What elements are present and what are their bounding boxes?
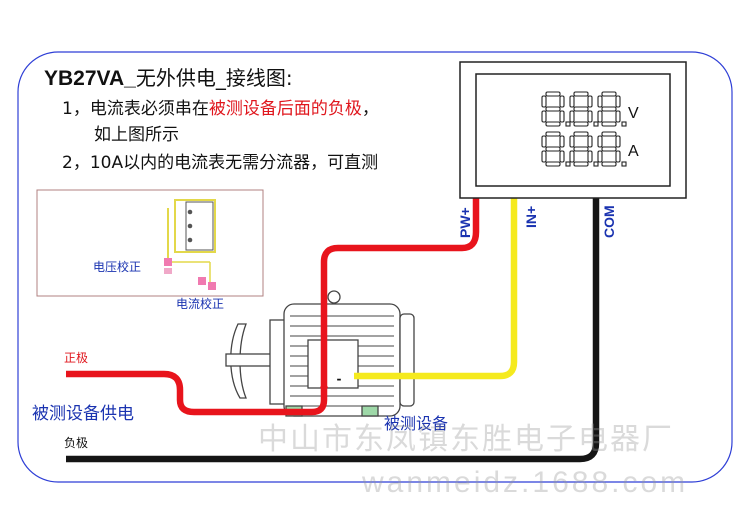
digit-decimal-point [565,161,571,167]
positive-label: 正极 [64,351,89,365]
digit-segment [573,121,589,127]
digit-segment [545,146,561,152]
digit-segment [545,131,561,137]
digit-segment [597,95,603,108]
digit-segment [541,150,547,163]
meter-window [475,73,671,187]
digit-segment [573,131,589,137]
meter-unit-current: A [628,143,639,160]
motor-end-cap [399,313,415,407]
digit-segment [569,110,575,123]
digit-segment [587,150,593,163]
title-text: 无外供电_接线图: [135,66,293,90]
digit-segment [545,91,561,97]
note-1-highlight: 被测设备后面的负极 [208,99,362,119]
digit-segment [545,106,561,112]
meter-unit-voltage: V [628,105,639,122]
digit-segment [601,131,617,137]
diagram-title: YB27VA_无外供电_接线图: [44,62,293,91]
panel-meter: V A [459,61,687,199]
digit-segment [615,95,621,108]
voltage-cal-pad [164,258,172,266]
digit-segment [587,110,593,123]
watermark-site: wanmeidz.1688.com [362,466,689,499]
connector-pin-2 [187,223,193,229]
connector-pin-1 [187,209,193,215]
digit-segment [601,161,617,167]
device-minus-terminal: - [337,372,342,386]
voltage-cal-label: 电压校正 [93,260,142,274]
motor-terminal-box [307,339,359,389]
digit-segment [597,150,603,163]
digit-segment [559,150,565,163]
digit-decimal-point [621,161,627,167]
wire-label-pw: PW+ [457,207,473,238]
digit-segment [597,135,603,148]
wire-yellow-in [354,198,518,380]
digit-segment [601,91,617,97]
digit-segment [545,161,561,167]
note-1-suffix: ， [361,99,379,119]
watermark-company: 中山市东凤镇东胜电子电器厂 [258,422,674,457]
digit-segment [573,146,589,152]
digit-segment [573,106,589,112]
digit-decimal-point [593,161,599,167]
digit-segment [569,135,575,148]
outer-frame [17,51,733,483]
negative-label: 负极 [64,436,89,450]
supply-label: 被测设备供电 [32,404,134,424]
digit-segment [601,106,617,112]
model-name: YB27VA_ [44,67,136,90]
digit-segment [559,95,565,108]
digit-segment [615,135,621,148]
digit-segment [615,110,621,123]
connector-pin-3 [187,237,193,243]
digit-segment [559,135,565,148]
current-cal-pad-2 [208,282,216,290]
digit-segment [559,110,565,123]
motor-shaft [225,353,273,367]
digit-segment [615,150,621,163]
digit-segment [597,110,603,123]
calibration-inset [36,189,264,297]
digit-segment [541,135,547,148]
current-cal-pad [198,277,206,285]
digit-segment [569,150,575,163]
digit-segment [587,135,593,148]
digit-segment [541,95,547,108]
device-label: 被测设备 [384,414,449,433]
note-line-1: 1，电流表必须串在被测设备后面的负极， [62,94,379,119]
note-1-prefix: 1，电流表必须串在 [62,99,209,119]
digit-segment [601,146,617,152]
digit-segment [601,121,617,127]
digit-segment [587,95,593,108]
digit-segment [545,121,561,127]
digit-segment [573,91,589,97]
digit-segment [569,95,575,108]
wire-black-com [66,198,600,463]
current-cal-label: 电流校正 [176,297,225,311]
inset-border [36,189,264,297]
voltage-cal-pad-2 [164,268,172,274]
wire-label-com: COM [601,205,617,238]
device-plus-terminal: + [319,380,329,394]
digit-segment [573,161,589,167]
digit-segment [541,110,547,123]
note-line-2: 2，10A以内的电流表无需分流器，可直测 [62,153,379,173]
note-line-1-cont: 如上图所示 [94,125,179,145]
motor-device [225,290,415,417]
motor-lifting-eye [327,290,341,304]
wire-red-positive [66,198,480,416]
digit-decimal-point [593,121,599,127]
meter-digits [541,91,627,167]
digit-decimal-point [565,121,571,127]
motor-foot-right [361,405,379,417]
digit-decimal-point [621,121,627,127]
wire-label-in: IN+ [523,206,539,228]
